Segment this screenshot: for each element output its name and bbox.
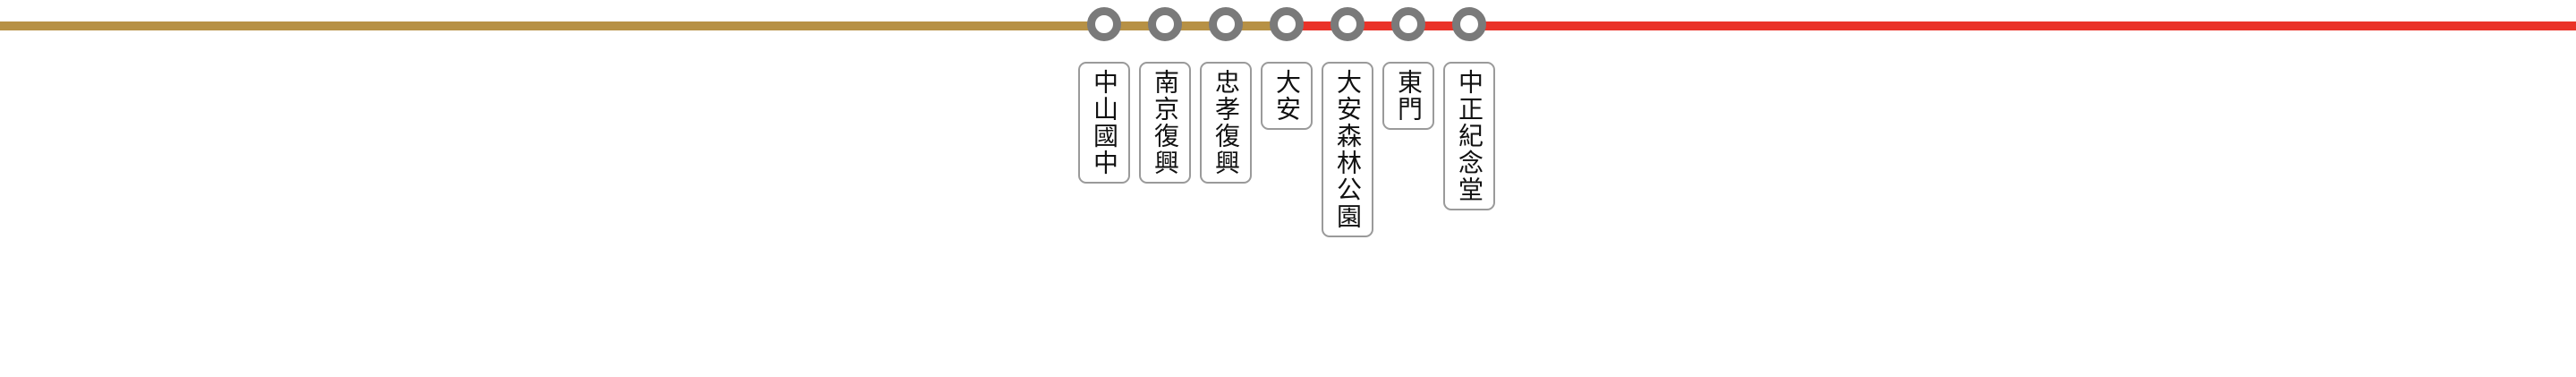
station-name-daan: 大安 [1272,69,1302,123]
station-label-daan-park[interactable]: 大安森林公園 [1322,62,1373,237]
station-label-dongmen[interactable]: 東門 [1382,62,1434,130]
station-marker-zhongshan-junior-high-school[interactable] [1087,7,1121,41]
station-label-daan[interactable]: 大安 [1261,62,1313,130]
station-name-zhongshan-junior-high-school: 中山國中 [1090,69,1119,176]
station-name-chiang-kai-shek-memorial-hall: 中正紀念堂 [1455,69,1484,203]
station-label-nanjing-fuxing[interactable]: 南京復興 [1139,62,1191,184]
station-name-nanjing-fuxing: 南京復興 [1151,69,1180,176]
station-marker-daan[interactable] [1270,7,1304,41]
station-label-chiang-kai-shek-memorial-hall[interactable]: 中正紀念堂 [1443,62,1495,210]
station-name-zhongxiao-fuxing: 忠孝復興 [1211,69,1241,176]
station-marker-chiang-kai-shek-memorial-hall[interactable] [1452,7,1486,41]
line-segment-red [1288,21,2576,30]
station-marker-dongmen[interactable] [1391,7,1425,41]
line-segment-brown [0,21,1288,30]
station-marker-daan-park[interactable] [1331,7,1365,41]
station-name-dongmen: 東門 [1394,69,1424,123]
station-label-zhongshan-junior-high-school[interactable]: 中山國中 [1078,62,1130,184]
station-name-daan-park: 大安森林公園 [1333,69,1363,230]
station-marker-nanjing-fuxing[interactable] [1148,7,1182,41]
station-marker-zhongxiao-fuxing[interactable] [1209,7,1243,41]
station-label-zhongxiao-fuxing[interactable]: 忠孝復興 [1200,62,1252,184]
